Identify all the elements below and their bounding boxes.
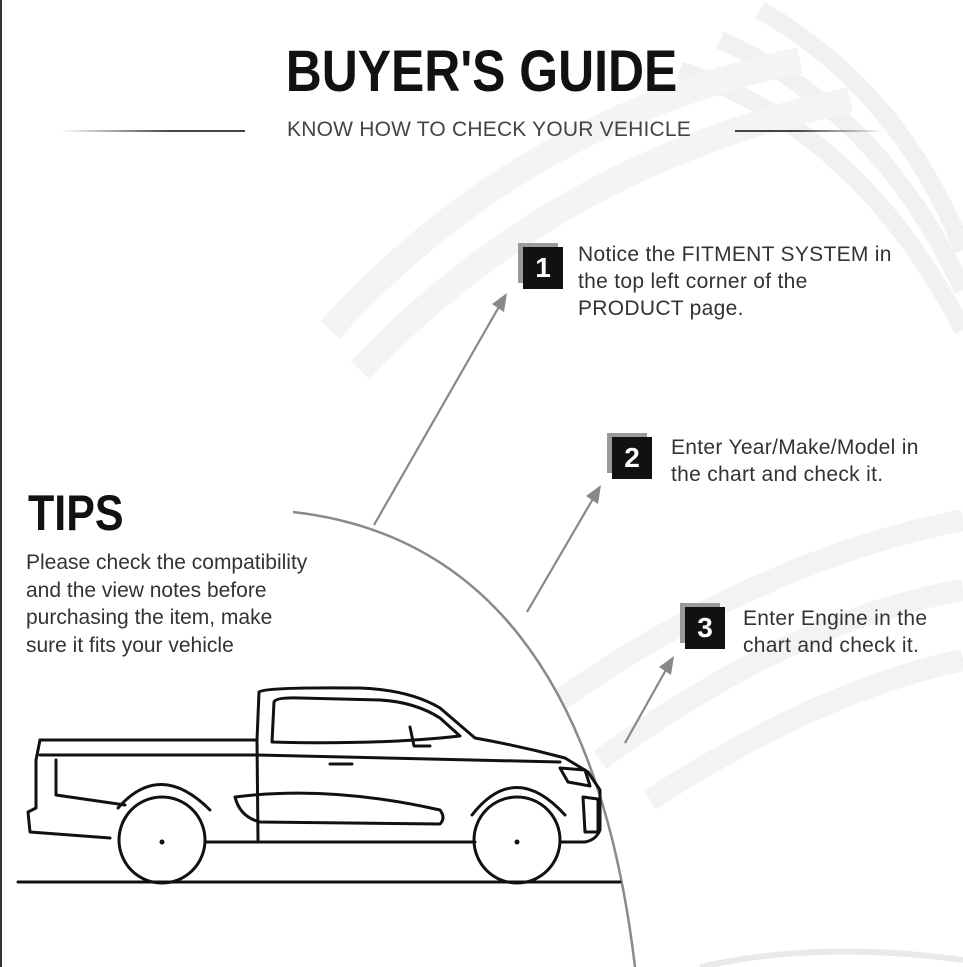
step-1-badge: 1: [518, 243, 564, 289]
page-title: BUYER'S GUIDE: [285, 39, 678, 104]
subtitle-rule-left: [60, 130, 245, 132]
step-2-text: Enter Year/Make/Model in the chart and c…: [671, 436, 919, 486]
left-border-line: [0, 0, 2, 967]
step-3-text: Enter Engine in the chart and check it.: [743, 607, 928, 657]
step-3-badge: 3: [680, 603, 726, 649]
arrow-up-right-icon: [526, 485, 601, 613]
step-2-badge: 2: [607, 433, 653, 479]
arrow-up-right-icon: [624, 656, 674, 744]
subtitle-rule-right: [735, 130, 885, 132]
tips-heading: TIPS: [28, 485, 124, 541]
arrow-up-right-icon: [373, 293, 507, 526]
wheel-arc: [292, 510, 637, 967]
step-1-text: Notice the FITMENT SYSTEM in the top lef…: [578, 243, 892, 320]
tips-body: Please check the compatibility and the v…: [26, 551, 308, 657]
page-subtitle: KNOW HOW TO CHECK YOUR VEHICLE: [287, 118, 691, 141]
